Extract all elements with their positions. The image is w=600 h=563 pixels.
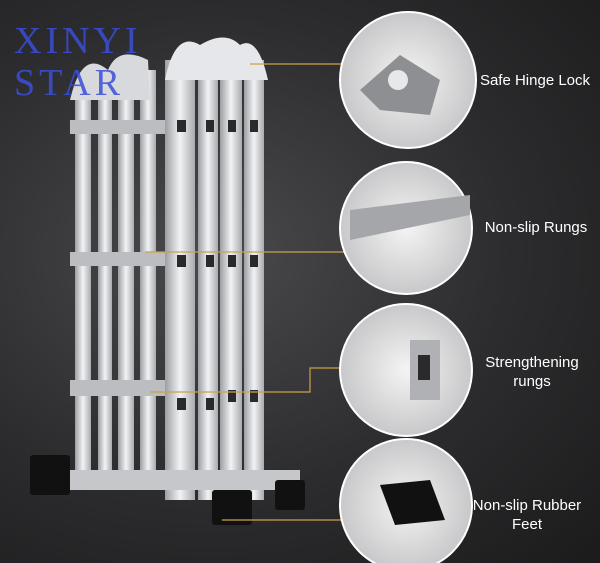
label-strengthening-rungs: Strengthening rungs bbox=[485, 354, 579, 390]
connector-lines bbox=[145, 63, 345, 521]
watermark-line2: STAR bbox=[14, 62, 125, 104]
rubber-feet bbox=[30, 455, 305, 525]
watermark-line1: XINYI bbox=[14, 20, 142, 62]
ladder-front-section bbox=[60, 37, 300, 500]
ladder-rungs bbox=[70, 120, 170, 396]
label-safe-hinge-lock: Safe Hinge Lock bbox=[479, 72, 591, 89]
label-non-slip-rubber-feet: Non-slip Rubber Feet bbox=[472, 497, 582, 533]
ladder-back-section bbox=[70, 54, 156, 490]
detail-glyphs bbox=[350, 55, 470, 525]
label-non-slip-rungs: Non-slip Rungs bbox=[484, 219, 588, 236]
strengthening-detail bbox=[339, 303, 473, 437]
